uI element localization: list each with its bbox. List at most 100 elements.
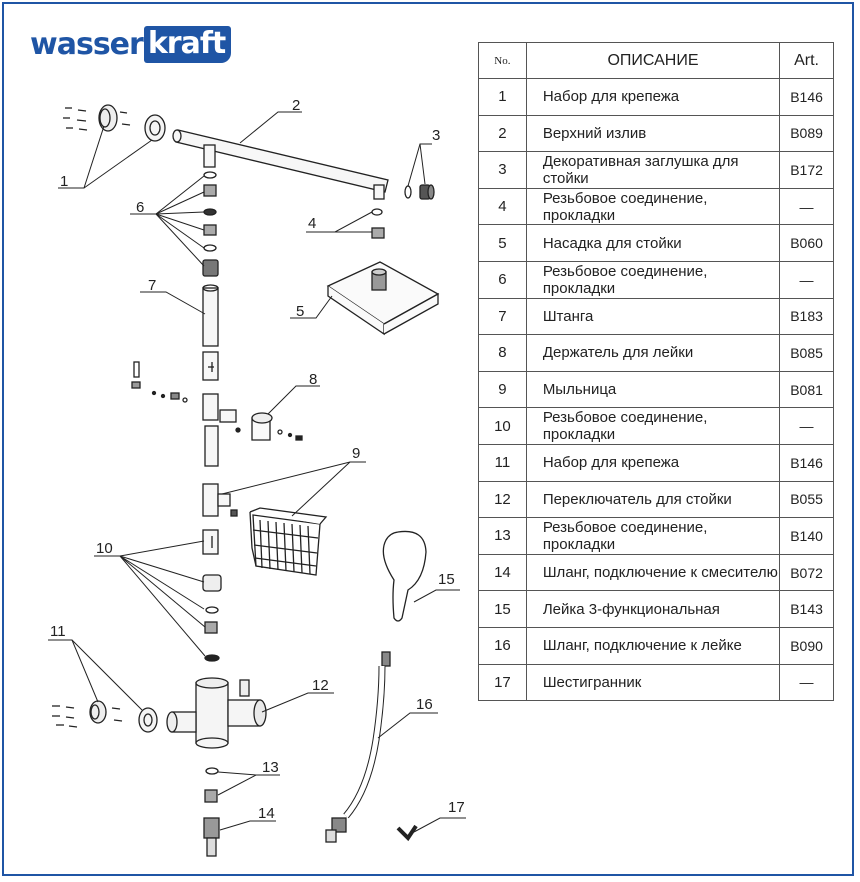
row-article: B089: [779, 114, 834, 153]
row-description: Резьбовое соединение, прокладки: [525, 407, 781, 445]
callout-12: 12: [312, 677, 329, 694]
row-article: B140: [779, 517, 834, 555]
row-description: Резьбовое соединение, прокладки: [525, 187, 781, 226]
row-number: 1: [478, 78, 527, 116]
header-no: No.: [478, 42, 527, 79]
part-6-thread-gaskets: [202, 171, 219, 277]
brand-logo-wasser: wasser: [30, 26, 144, 62]
part-17-hex-key: [396, 824, 418, 842]
row-description: Декоративная заглушка для стойки: [525, 151, 781, 189]
row-description: Насадка для стойки: [525, 224, 781, 262]
part-10-thread-gaskets: [202, 529, 222, 662]
row-article: —: [779, 407, 834, 445]
header-art: Art.: [779, 42, 834, 79]
row-number: 2: [478, 114, 527, 153]
parts-table-header: No. ОПИСАНИЕ Art.: [478, 42, 834, 79]
row-number: 5: [478, 224, 527, 262]
callout-3: 3: [432, 127, 440, 144]
row-article: B060: [779, 224, 834, 262]
row-number: 8: [478, 334, 527, 372]
row-article: B081: [779, 370, 834, 409]
row-number: 3: [478, 151, 527, 189]
row-number: 9: [478, 370, 527, 409]
callout-5: 5: [296, 303, 304, 320]
callout-2: 2: [292, 97, 300, 114]
part-9-soap-dish: [202, 483, 328, 576]
row-number: 15: [478, 590, 527, 628]
row-description: Переключатель для стойки: [525, 480, 781, 519]
part-1-mount-set: [63, 104, 166, 142]
row-article: B085: [779, 334, 834, 372]
row-article: —: [779, 663, 834, 702]
callout-9: 9: [352, 445, 360, 462]
row-article: B172: [779, 151, 834, 189]
part-2-top-spout: [172, 129, 389, 200]
row-article: B090: [779, 626, 834, 665]
header-description: ОПИСАНИЕ: [525, 42, 781, 79]
row-article: B146: [779, 78, 834, 116]
callout-6: 6: [136, 199, 144, 216]
row-number: 10: [478, 407, 527, 445]
row-article: B072: [779, 553, 834, 592]
callout-14: 14: [258, 805, 275, 822]
row-description: Шланг, подключение к смесителю: [525, 553, 781, 592]
callout-7: 7: [148, 277, 156, 294]
callout-16: 16: [416, 696, 433, 713]
row-article: B146: [779, 443, 834, 482]
row-description: Мыльница: [525, 370, 781, 409]
row-article: B183: [779, 297, 834, 336]
row-number: 14: [478, 553, 527, 592]
callout-13: 13: [262, 759, 279, 776]
row-article: —: [779, 187, 834, 226]
row-article: —: [779, 260, 834, 299]
row-description: Набор для крепежа: [525, 443, 781, 482]
callout-4: 4: [308, 215, 316, 232]
part-3-decorative-cap: [404, 184, 435, 200]
row-description: Резьбовое соединение, прокладки: [525, 260, 781, 299]
row-number: 6: [478, 260, 527, 299]
row-article: B143: [779, 590, 834, 628]
part-13-thread-gaskets: [204, 767, 219, 803]
part-7-rail: [202, 284, 219, 381]
part-14-hose-mixer: [203, 817, 220, 857]
callout-8: 8: [309, 371, 317, 388]
row-number: 11: [478, 443, 527, 482]
row-number: 4: [478, 187, 527, 226]
part-8-holder: [131, 361, 303, 467]
row-number: 13: [478, 517, 527, 555]
row-description: Шланг, подключение к лейке: [525, 626, 781, 665]
part-12-diverter: [166, 677, 267, 749]
callout-11: 11: [50, 623, 66, 640]
row-description: Держатель для лейки: [525, 334, 781, 372]
part-11-mount-set: [52, 700, 158, 733]
part-16-hose: [325, 651, 391, 843]
row-description: Набор для крепежа: [525, 78, 781, 116]
row-description: Резьбовое соединение, прокладки: [525, 517, 781, 555]
row-number: 17: [478, 663, 527, 702]
row-description: Шестигранник: [525, 663, 781, 702]
part-5-shower-head: [326, 261, 440, 336]
row-description: Штанга: [525, 297, 781, 336]
leader-lines: [48, 111, 466, 833]
row-number: 12: [478, 480, 527, 519]
row-description: Лейка 3-функциональная: [525, 590, 781, 628]
